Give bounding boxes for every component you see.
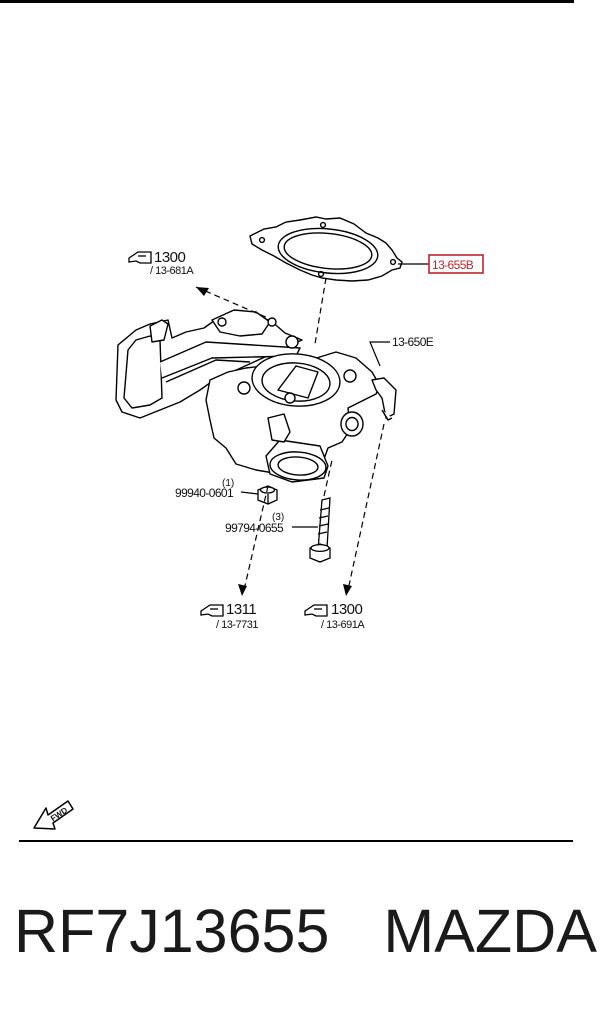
pointing-hand-icon bbox=[128, 251, 152, 264]
reference-bottom-left[interactable]: 1311 / 13-7731 bbox=[200, 601, 259, 631]
bolt-qty-label: (3) bbox=[272, 512, 284, 523]
dashed-guides bbox=[195, 277, 385, 591]
ref-page-number: 1311 bbox=[226, 601, 256, 618]
ref-sub-number: / 13-7731 bbox=[216, 619, 258, 631]
leader-lines bbox=[240, 263, 429, 528]
brand-caption: MAZDA bbox=[383, 897, 597, 965]
arrow-heads bbox=[196, 287, 352, 596]
caption: RF7J13655 MAZDA bbox=[14, 896, 597, 966]
highlight-box bbox=[428, 254, 484, 274]
ref-sub-number: / 13-691A bbox=[321, 619, 365, 631]
reference-top-left[interactable]: 1300 / 13-681A bbox=[128, 249, 195, 277]
gasket-illustration bbox=[249, 216, 403, 282]
ref-page-number: 1300 bbox=[331, 601, 363, 618]
bolt-illustration bbox=[309, 497, 331, 563]
part-number-caption: RF7J13655 bbox=[14, 897, 330, 965]
reference-bottom-right[interactable]: 1300 / 13-691A bbox=[304, 601, 366, 631]
gasket-part-label: 13-655B bbox=[432, 258, 474, 272]
forward-arrow-icon: FWD bbox=[33, 800, 74, 830]
pointing-hand-icon bbox=[200, 604, 224, 617]
pointing-hand-icon bbox=[304, 604, 328, 617]
ref-page-number: 1300 bbox=[154, 249, 186, 266]
ref-sub-number: / 13-681A bbox=[150, 265, 194, 277]
nut-qty-label: (1) bbox=[222, 478, 234, 489]
throttle-body-illustration bbox=[115, 309, 397, 483]
bolt-part-label: 99794-0655 bbox=[225, 521, 284, 535]
throttle-body-part-label: 13-650E bbox=[392, 335, 434, 349]
nut-part-label: 99940-0601 bbox=[175, 486, 234, 500]
